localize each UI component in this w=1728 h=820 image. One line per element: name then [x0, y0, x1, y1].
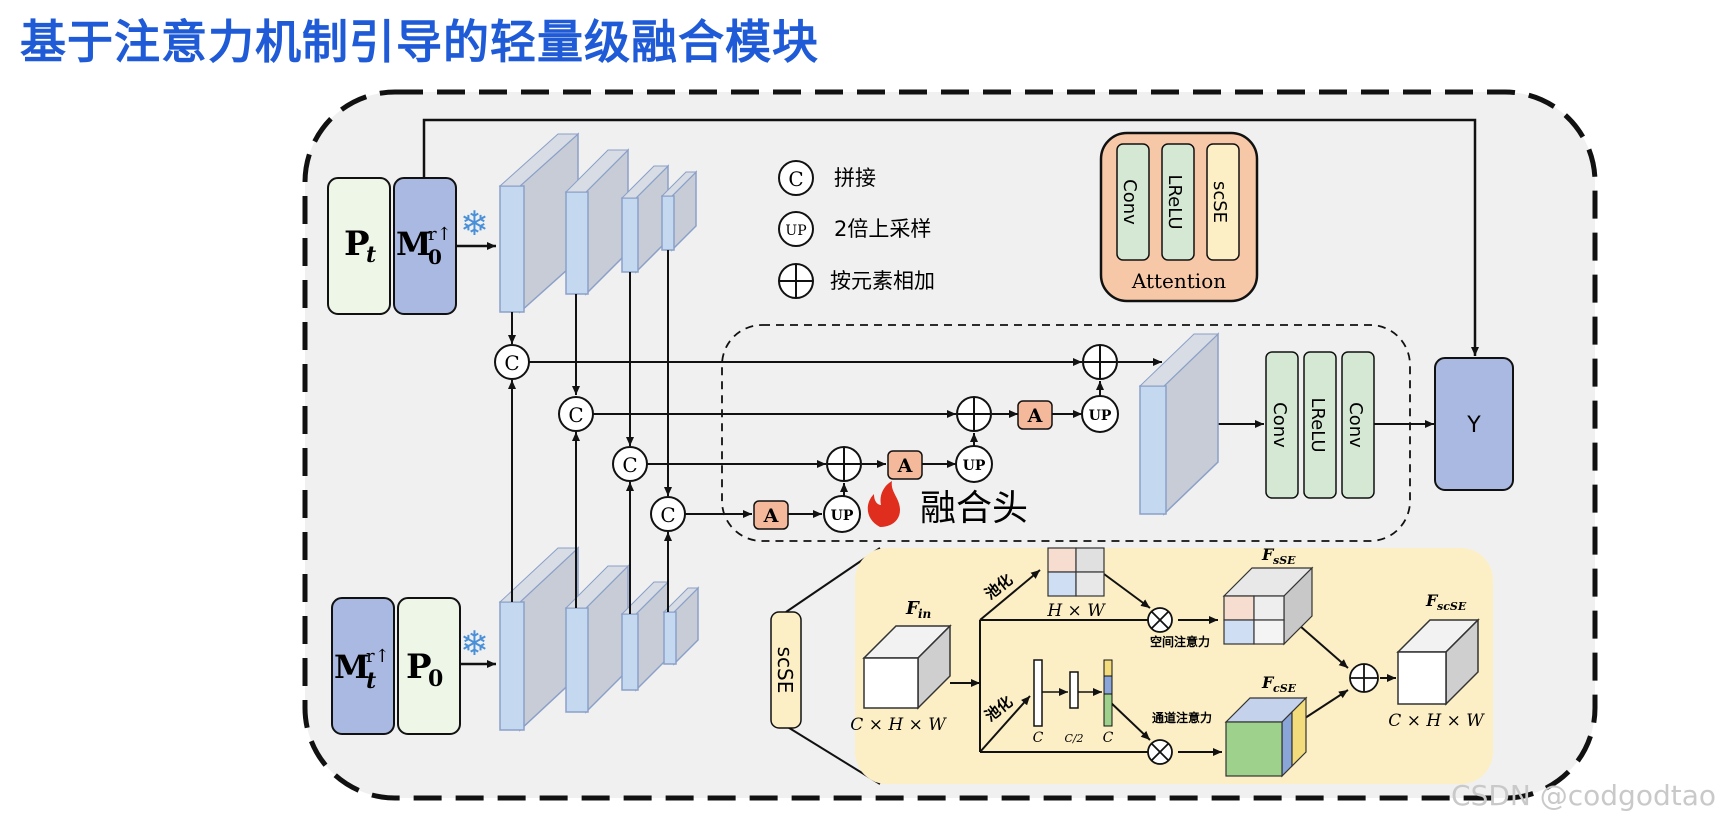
f-in-cube	[862, 624, 952, 710]
legend: C 拼接 UP 2倍上采样 按元素相加	[778, 160, 935, 299]
input-mt-label: M	[334, 648, 369, 686]
add-node	[826, 446, 862, 482]
svg-text:A: A	[763, 505, 779, 527]
scse-side-label: scSE	[773, 647, 797, 694]
output-y-label: Y	[1466, 413, 1481, 438]
c-mid-label: C/2	[1064, 732, 1083, 745]
legend-add-label: 按元素相加	[830, 269, 935, 293]
f-cse-label: F	[1261, 673, 1275, 692]
input-m0-sub: 0	[428, 245, 442, 269]
fusion-flow-arrows	[529, 358, 1434, 518]
f-scse-sub: scSE	[1437, 600, 1467, 613]
head-item-lrelu: LReLU	[1307, 397, 1328, 452]
scse-detail-panel	[855, 548, 1493, 784]
skip-connection-arrow	[422, 118, 1479, 356]
head-item-conv-2: Conv	[1345, 402, 1366, 448]
output-y-box: Y	[1434, 357, 1514, 491]
legend-up-symbol: UP	[785, 223, 806, 239]
f-sse-sub: sSE	[1273, 554, 1296, 567]
scse-flow-arrows	[950, 569, 1396, 756]
input-p0-label: P	[406, 647, 432, 687]
fusion-head-label: 融合头	[920, 488, 1028, 529]
encoder-top	[498, 132, 698, 314]
upsample-node: UP	[1081, 395, 1119, 433]
input-mt-box: M r↑ t	[331, 597, 395, 735]
attention-label: Attention	[1131, 269, 1226, 293]
svg-text:UP: UP	[963, 458, 986, 474]
input-m0-box: M r↑ 0	[393, 177, 457, 315]
watermark: CSDN @codgodtao	[1451, 779, 1716, 812]
concat-node: C	[558, 396, 594, 432]
dim-out-label: C × H × W	[1388, 711, 1485, 731]
hw-label: H × W	[1046, 601, 1106, 621]
input-p0-box: P 0	[397, 597, 461, 735]
c-right-label: C	[1103, 730, 1114, 746]
input-m0-sup: r↑	[428, 224, 452, 245]
svg-text:UP: UP	[831, 508, 854, 524]
multiply-node	[1147, 607, 1173, 633]
dim-in-label: C × H × W	[850, 715, 947, 735]
encoder-to-concat-arrows	[508, 250, 672, 614]
page-title: 基于注意力机制引导的轻量级融合模块	[20, 15, 819, 69]
svg-text:C: C	[622, 453, 637, 477]
legend-up-label: 2倍上采样	[834, 217, 931, 241]
f-in-sub: in	[918, 607, 931, 621]
f-scse-label: F	[1425, 591, 1439, 610]
fused-feature-block	[1138, 332, 1220, 516]
attention-block: Conv LReLU scSE Attention	[1099, 131, 1259, 303]
attention-node: A	[887, 450, 923, 480]
attention-node: A	[753, 500, 789, 530]
input-pt-sub: t	[366, 242, 376, 268]
add-node-scse	[1349, 663, 1379, 693]
scse-side-box: scSE	[770, 611, 802, 729]
add-node	[956, 396, 992, 432]
svg-text:UP: UP	[1089, 408, 1112, 424]
head-item-conv: Conv	[1269, 402, 1290, 448]
upsample-node: UP	[955, 445, 993, 483]
legend-concat-symbol: C	[788, 167, 803, 191]
spatial-map-grid	[1047, 547, 1105, 597]
f-sse-cube	[1222, 566, 1314, 646]
concat-node: C	[650, 496, 686, 532]
attention-item-conv: Conv	[1119, 179, 1140, 225]
svg-text:C: C	[660, 503, 675, 527]
add-node	[1082, 344, 1118, 380]
legend-concat-label: 拼接	[834, 166, 876, 190]
input-m0-label: M	[396, 225, 431, 263]
frozen-snowflake-icon: ❄	[460, 204, 489, 244]
attention-node: A	[1017, 400, 1053, 430]
f-sse-label: F	[1261, 545, 1275, 564]
spatial-attention-label: 空间注意力	[1150, 634, 1210, 649]
upsample-node: UP	[823, 495, 861, 533]
attention-item-scse: scSE	[1209, 181, 1230, 223]
c-left-label: C	[1033, 730, 1044, 746]
input-p0-sub: 0	[428, 666, 443, 692]
head-stack: Conv LReLU Conv	[1265, 351, 1375, 499]
concat-node: C	[494, 344, 530, 380]
f-scse-cube	[1396, 618, 1480, 706]
multiply-node	[1147, 739, 1173, 765]
attention-item-lrelu: LReLU	[1164, 174, 1185, 229]
channel-bars	[1033, 659, 1113, 727]
flame-icon	[867, 481, 900, 527]
input-pt-box: P t	[327, 177, 391, 315]
f-cse-cube	[1224, 696, 1308, 778]
f-in-label: F	[905, 598, 920, 619]
input-mt-sup: r↑	[366, 646, 390, 667]
input-mt-sub: t	[366, 668, 376, 694]
svg-text:C: C	[504, 351, 519, 375]
channel-attention-label: 通道注意力	[1152, 710, 1212, 725]
concat-node: C	[612, 446, 648, 482]
f-cse-sub: cSE	[1273, 682, 1297, 695]
svg-text:A: A	[1027, 405, 1043, 427]
encoder-bottom	[498, 546, 700, 732]
svg-text:A: A	[897, 455, 913, 477]
frozen-snowflake-icon-bottom: ❄	[460, 624, 489, 664]
input-pt-label: P	[344, 224, 370, 264]
svg-text:C: C	[568, 403, 583, 427]
